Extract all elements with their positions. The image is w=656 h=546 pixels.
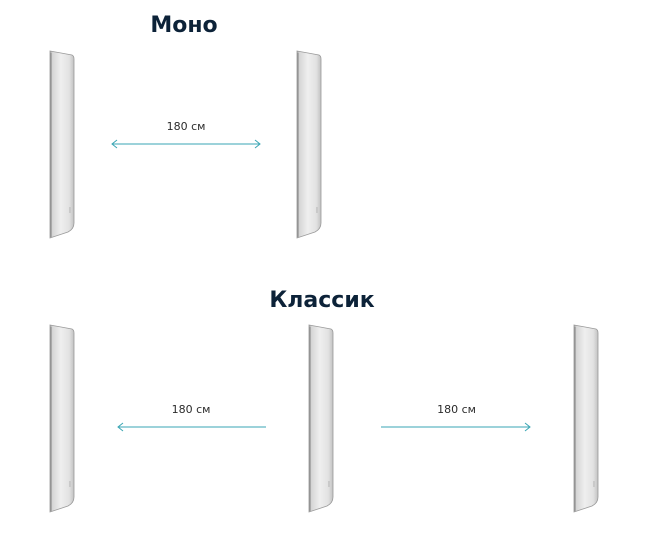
panel [294,49,322,239]
section-title-classic: Классик [269,288,375,313]
dimension-label: 180 см [171,403,211,416]
dimension-measurement: 180 см [110,120,262,154]
section-title-mono: Моно [150,13,218,38]
dimension-label: 180 см [166,120,206,133]
panel [571,323,599,513]
double-arrow-icon [111,139,261,149]
panel [306,323,334,513]
dimension-measurement: 180 см [116,403,266,437]
dimension-measurement: 180 см [381,403,532,437]
left-arrow-icon [117,422,266,432]
panel [47,49,75,239]
right-arrow-icon [381,422,531,432]
panel [47,323,75,513]
dimension-label: 180 см [437,403,476,416]
